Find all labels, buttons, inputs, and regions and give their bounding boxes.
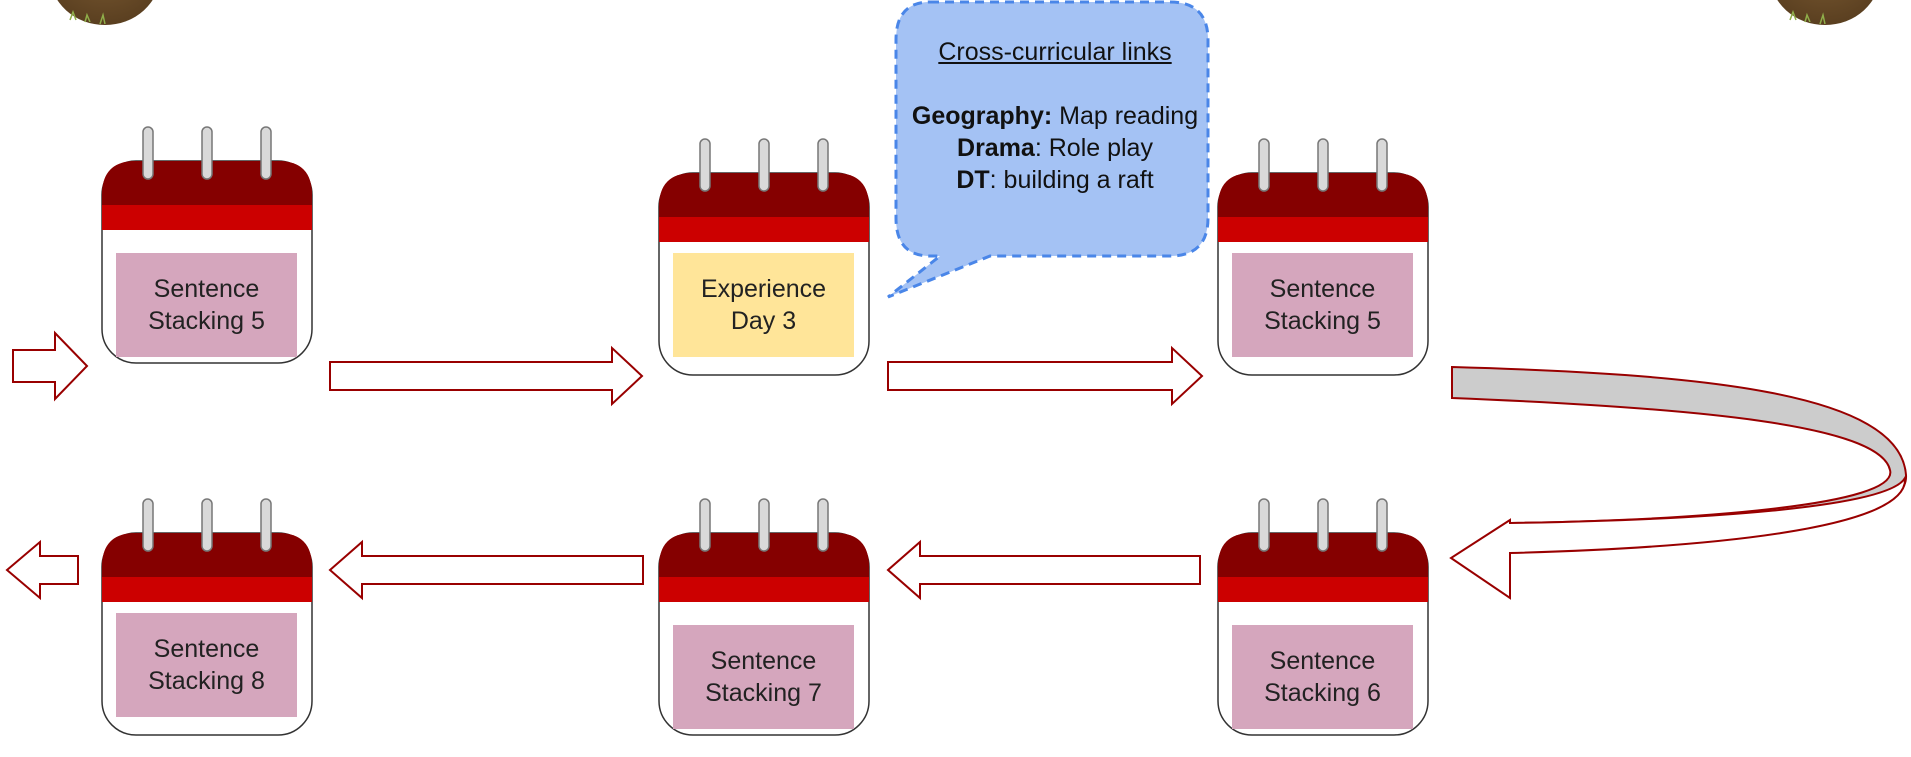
calendar-label: Sentence Stacking 8 [116,613,297,717]
arrow-right-1 [329,345,644,407]
arrow-right-start [12,330,89,402]
calendar-label: Sentence Stacking 5 [116,253,297,357]
callout-line-dt: DT: building a raft [900,164,1210,196]
callout-detail: : building a raft [989,166,1154,194]
callout-heading: Cross-curricular links [938,38,1172,66]
callout-text: Cross-curricular links Geography: Map re… [900,36,1210,196]
calendar-5: Sentence Stacking 7 [658,497,870,737]
callout-subject: Geography: [911,102,1053,130]
calendar-4: Sentence Stacking 8 [101,497,313,737]
calendar-1: Sentence Stacking 5 [101,125,313,365]
corner-rock-left-icon [57,0,153,25]
arrow-left-end [5,539,79,601]
speech-bubble [887,0,1210,299]
callout-detail: Map reading [1052,102,1199,130]
arrow-right-2 [887,345,1204,407]
arrow-left-2 [328,539,644,601]
calendar-label: Sentence Stacking 6 [1232,625,1413,729]
calendar-label: Sentence Stacking 5 [1232,253,1413,357]
callout-line-geography: Geography: Map reading [900,100,1210,132]
callout-detail: : Role play [1034,134,1153,162]
callout-subject: Drama [957,134,1035,162]
curved-return-arrow [1449,365,1908,600]
calendar-6: Sentence Stacking 6 [1217,497,1429,737]
arrow-left-1 [886,539,1201,601]
calendar-2: Experience Day 3 [658,137,870,377]
callout-subject: DT [956,166,990,194]
calendar-3: Sentence Stacking 5 [1217,137,1429,377]
corner-rock-right-icon [1777,0,1873,25]
calendar-label: Experience Day 3 [673,253,854,357]
calendar-label: Sentence Stacking 7 [673,625,854,729]
callout-line-drama: Drama: Role play [900,132,1210,164]
